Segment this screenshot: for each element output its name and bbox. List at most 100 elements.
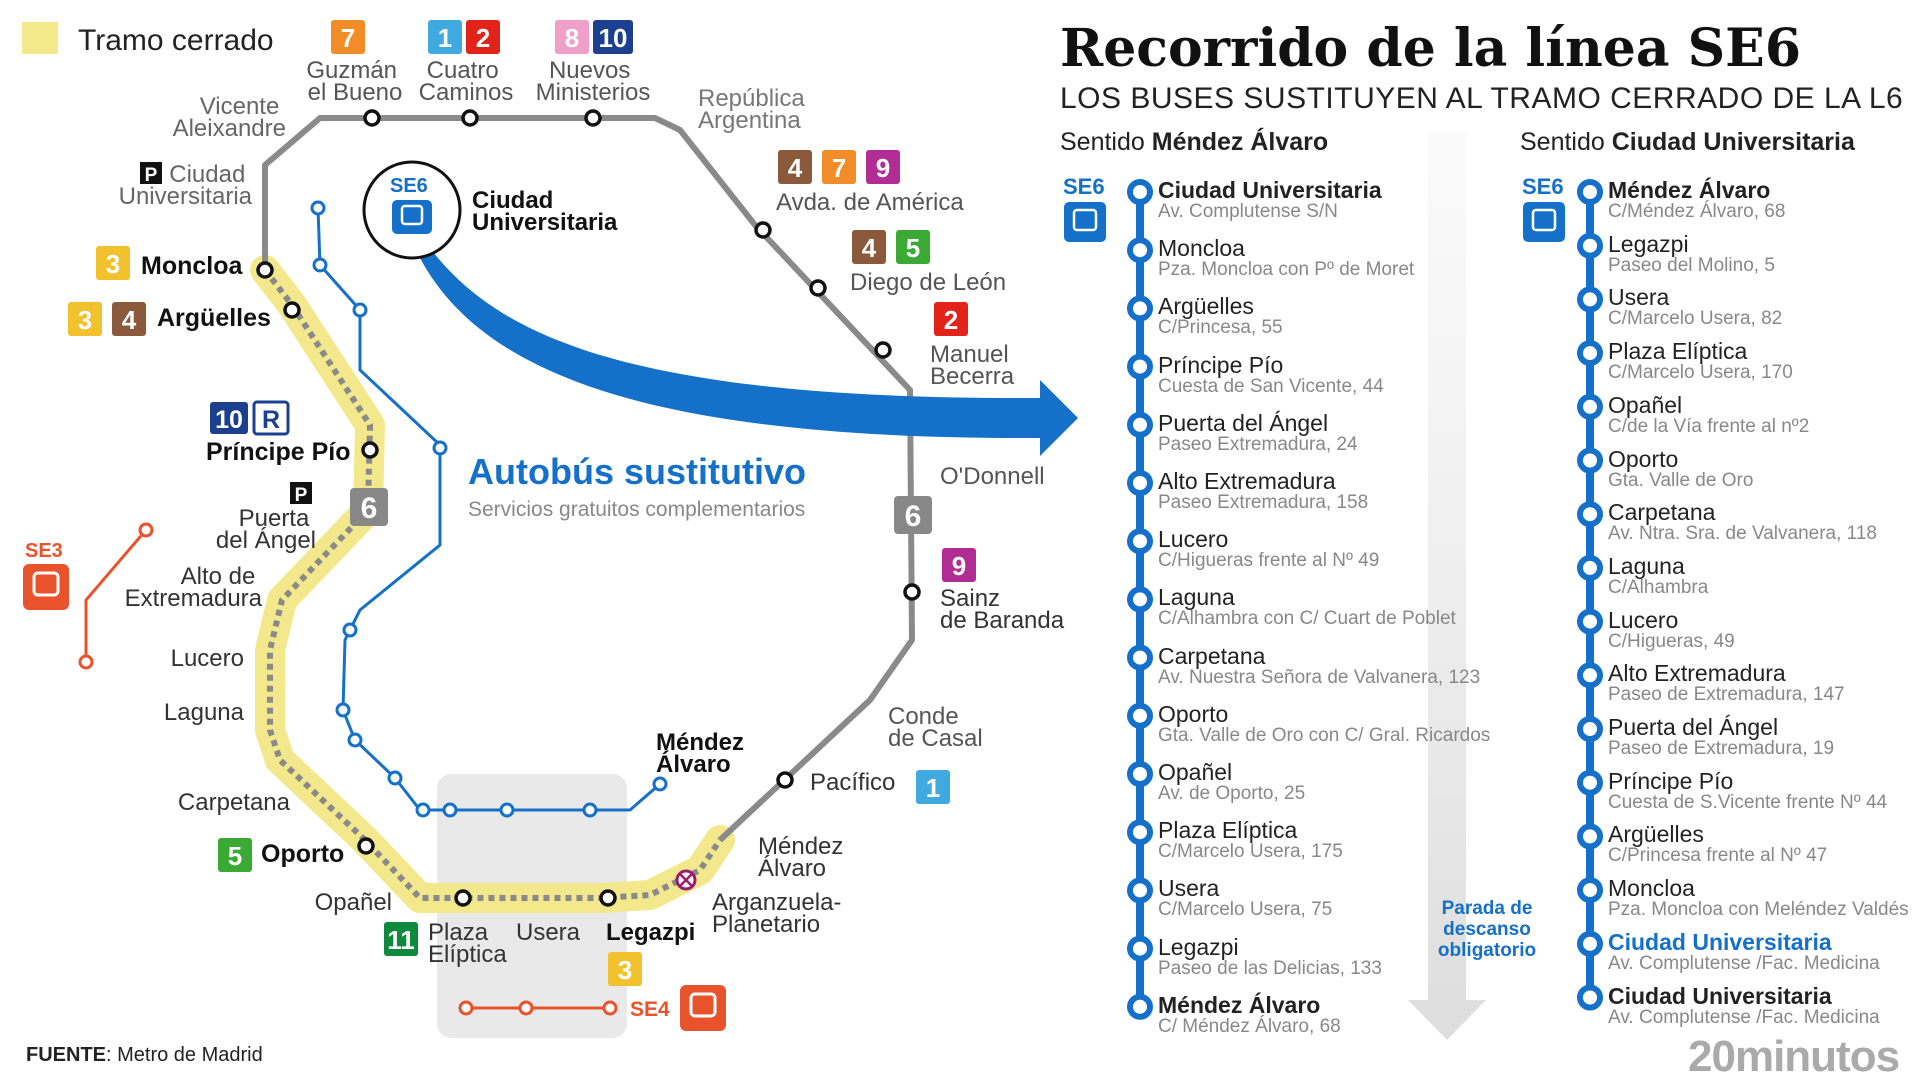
route-stop-name: Ciudad Universitaria: [1608, 982, 1832, 1009]
svg-text:10: 10: [599, 23, 628, 53]
route-stop-address: C/Marcelo Usera, 75: [1158, 899, 1333, 921]
route-stop-dot: [1577, 716, 1603, 742]
svg-text:8: 8: [565, 23, 579, 53]
svg-text:5: 5: [906, 233, 920, 263]
se6-bus-stops: [310, 200, 668, 818]
plaza-eliptica-label: Plaza Elíptica: [428, 919, 507, 968]
route-stop-dot: [1577, 340, 1603, 367]
route-stop-dot: [1127, 411, 1153, 438]
route-stop-name: Ciudad Universitaria: [1158, 177, 1382, 203]
route-left-bus-icon: [1064, 202, 1106, 242]
route-stop-name: Puerta del Ángel: [1608, 714, 1779, 740]
route-stop-name: Príncipe Pío: [1158, 351, 1284, 378]
page-subtitle: LOS BUSES SUSTITUYEN AL TRAMO CERRADO DE…: [1060, 82, 1903, 115]
se4-bus-icon: [680, 985, 726, 1031]
route-stop-dot: [1577, 769, 1603, 796]
route-stop-name: Argüelles: [1608, 821, 1704, 848]
rest-stop-note: Parada de descanso obligatorio: [1437, 898, 1537, 961]
route-stop-address: C/Marcelo Usera, 82: [1608, 308, 1783, 330]
mendez-alvaro-l6-label: Méndez Álvaro: [758, 833, 850, 882]
route-stop-dot: [1127, 470, 1153, 496]
route-stop-dot: [1577, 823, 1603, 850]
route-stop-address: C/Alhambra con C/ Cuart de Poblet: [1158, 608, 1456, 630]
alto-extremadura-label: Alto de Extremadura: [125, 563, 263, 612]
route-stop-dot: [1577, 554, 1603, 581]
svg-text:6: 6: [361, 492, 378, 525]
cuatro-caminos-label: Cuatro Caminos: [419, 57, 514, 106]
route-stop-dot: [1127, 586, 1153, 613]
route-stop-name: Alto Extremadura: [1158, 468, 1336, 494]
route-stop-name: Laguna: [1158, 584, 1235, 611]
cuatro-caminos-badges: 1 2: [428, 20, 500, 54]
se3-stop: [138, 522, 154, 538]
odonnell-label: O'Donnell: [940, 463, 1045, 490]
route-stop-address: Paseo de Extremadura, 147: [1608, 684, 1845, 706]
svg-text:P: P: [145, 165, 158, 186]
avda-america-label: Avda. de América: [776, 189, 964, 216]
route-stop-name: Alto Extremadura: [1608, 660, 1786, 687]
route-stop-dot: [1577, 608, 1603, 635]
conde-casal-label: Conde de Casal: [888, 703, 983, 752]
parking-icon: [290, 482, 312, 504]
route-stop-address: C/Princesa frente al Nº 47: [1608, 845, 1828, 867]
route-stop-name: Carpetana: [1158, 642, 1266, 669]
guzman-el-bueno-badges: 7: [331, 20, 365, 54]
route-stop-name: Moncloa: [1158, 235, 1245, 262]
route-stop-name: Lucero: [1158, 526, 1229, 553]
route-stop-address: Av. Nuestra Señora de Valvanera, 123: [1158, 666, 1481, 688]
arguelles-label: Argüelles: [157, 304, 271, 332]
svg-text:7: 7: [341, 23, 355, 53]
direction-arrow-bg: [1408, 132, 1486, 1040]
principe-pio-label: Príncipe Pío: [206, 438, 350, 466]
moncloa-label: Moncloa: [141, 252, 243, 280]
route-stop-name: Méndez Álvaro: [1158, 991, 1321, 1018]
svg-text:3: 3: [78, 305, 92, 335]
route-stop-dot: [1577, 984, 1603, 1011]
route-stop-dot: [1127, 877, 1153, 904]
route-right-dots: [1577, 179, 1603, 1011]
se6-bus-route: [316, 207, 661, 812]
se6-terminal-name: Ciudad Universitaria: [472, 187, 618, 236]
route-stop-address: Cuesta de San Vicente, 44: [1158, 375, 1384, 397]
se4-stops: [458, 1000, 618, 1016]
route-stop-address: Paseo Extremadura, 24: [1158, 433, 1358, 455]
route-stop-name: Legazpi: [1608, 230, 1689, 257]
route-stop-name: Ciudad Universitaria: [1608, 928, 1832, 955]
route-stop-dot: [1127, 353, 1153, 380]
bus-service-title: Autobús sustitutivo: [468, 451, 806, 492]
route-left-dots: [1127, 179, 1153, 1020]
route-right-bus-icon: [1523, 202, 1565, 242]
line6-badge: [350, 488, 388, 526]
guzman-el-bueno-label: Guzmán el Bueno: [306, 57, 403, 106]
route-right-badge: SE6: [1522, 174, 1564, 199]
republica-argentina-label: República Argentina: [698, 85, 811, 134]
svg-text:1: 1: [438, 23, 452, 53]
line6-stations: [256, 109, 921, 907]
ciudad-universitaria-label: Ciudad Universitaria: [119, 161, 253, 210]
svg-text:11: 11: [387, 925, 415, 955]
route-right-header: Sentido Ciudad Universitaria: [1520, 128, 1855, 156]
route-stop-dot: [1127, 179, 1153, 205]
bus-service-subtitle: Servicios gratuitos complementarios: [468, 498, 805, 521]
route-stop-address: Paseo del Molino, 5: [1608, 254, 1775, 276]
route-stop-address: Pza. Moncloa con Pº de Moret: [1158, 259, 1415, 281]
route-left-badge: SE6: [1063, 174, 1105, 199]
svg-text:4: 4: [788, 153, 803, 183]
route-stop-address: C/Marcelo Usera, 170: [1608, 362, 1793, 384]
route-stop-name: Opañel: [1608, 391, 1683, 418]
se3-bus-route: [84, 529, 148, 662]
route-stop-dot: [1127, 528, 1153, 555]
